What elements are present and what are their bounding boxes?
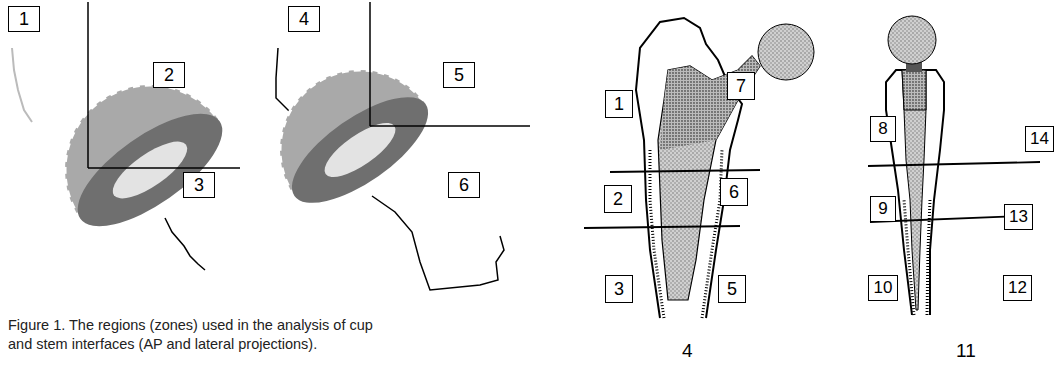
zone-number: 5	[454, 65, 464, 86]
zone-box: 1	[605, 90, 633, 118]
zone-box: 7	[727, 72, 755, 100]
zone-box: 9	[870, 196, 896, 222]
zone-box: 3	[605, 275, 633, 303]
zone-box: 10	[868, 275, 898, 301]
zone-number: 1	[614, 94, 624, 115]
zone-number: 7	[736, 76, 746, 97]
zone-box: 12	[1003, 275, 1032, 301]
zone-number: 11	[956, 340, 976, 362]
zone-box: 3	[183, 172, 215, 198]
zone-box: 14	[1025, 126, 1054, 152]
stem-lateral	[868, 16, 1040, 318]
zone-number: 3	[194, 175, 204, 196]
zone-box: 1	[8, 6, 40, 32]
zone-box: 2	[153, 62, 185, 88]
zone-number: 4	[299, 9, 309, 30]
zone-box: 6	[720, 178, 748, 206]
stem-ap	[584, 18, 814, 318]
zone-number: 9	[878, 199, 887, 219]
zone-number: 6	[729, 182, 739, 203]
zone-number: 12	[1008, 278, 1027, 298]
zone-box: 2	[604, 185, 632, 213]
zone-box: 5	[718, 275, 746, 303]
zone-number: 2	[613, 189, 623, 210]
zone-number: 5	[727, 279, 737, 300]
cup-lateral	[249, 2, 530, 290]
zone-box: 13	[1004, 204, 1033, 230]
zone-number: 4	[682, 340, 693, 362]
zone-number: 1	[19, 9, 29, 30]
zone-box: 6	[448, 172, 480, 198]
zone-box: 5	[443, 62, 475, 88]
zone-number: 3	[614, 279, 624, 300]
zone-number: 10	[874, 278, 893, 298]
figure-caption: Figure 1. The regions (zones) used in th…	[8, 316, 378, 354]
zone-number: 6	[459, 175, 469, 196]
zone-number: 13	[1009, 207, 1028, 227]
zone-number: 14	[1030, 129, 1049, 149]
zone-box: 4	[288, 6, 320, 32]
cup-ap	[12, 2, 240, 270]
zone-number: 8	[878, 119, 887, 139]
zone-box: 8	[870, 116, 896, 142]
zone-number: 2	[164, 65, 174, 86]
